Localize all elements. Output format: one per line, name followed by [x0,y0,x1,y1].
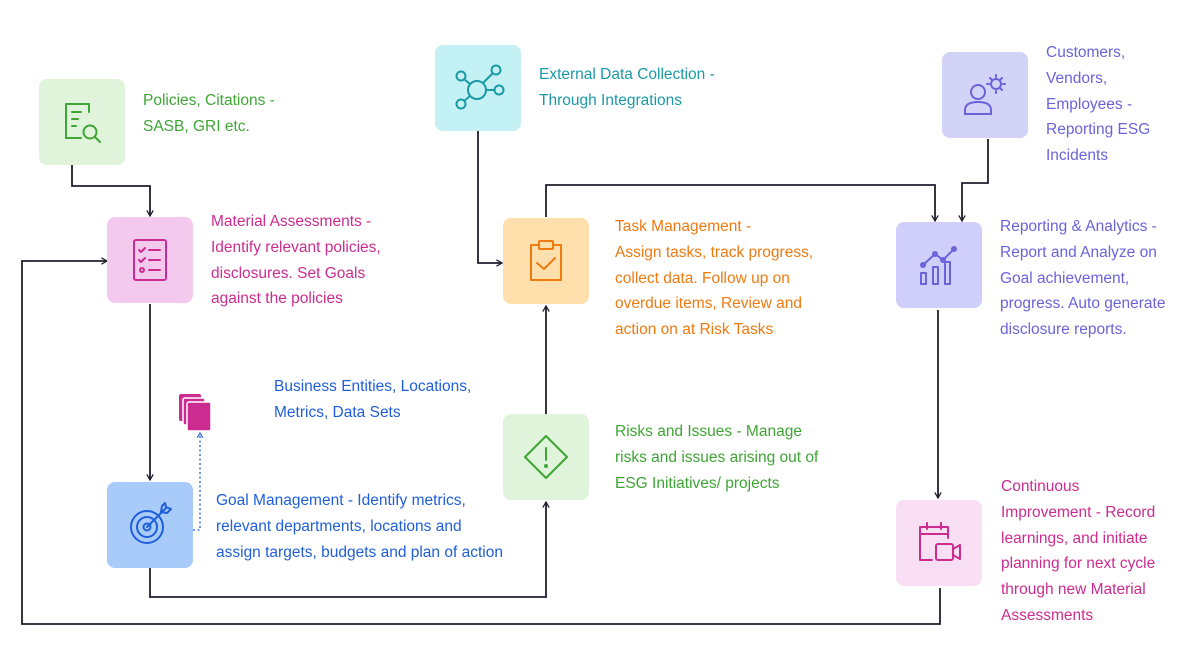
business-entities-label: Business Entities, Locations, Metrics, D… [274,378,472,421]
checklist-icon [133,239,167,281]
document-search-icon [65,103,101,143]
risks-issues-node-box [503,414,589,500]
arrow-goal-to-risks [149,500,550,598]
policies-node-box [39,79,125,165]
customers-label: Customers, Vendors, Employees - Reportin… [1046,44,1151,165]
network-nodes-icon [455,64,505,110]
task-management-label: Task Management - Assign tasks, track pr… [615,218,814,339]
bar-chart-icon [920,246,957,285]
calendar-video-icon [919,522,961,561]
arrow-policies-to-material [71,165,154,218]
arrow-task-to-reporting [545,184,939,223]
warning-diamond-icon [524,435,568,479]
material-assessments-node-box [107,217,193,303]
user-gear-icon [964,74,1006,115]
reporting-analytics-node-box [896,222,982,308]
arrow-customers-to-reporting [958,139,989,223]
risks-issues-label: Risks and Issues - Manage risks and issu… [615,423,819,492]
policies-label: Policies, Citations - SASB, GRI etc. [143,92,275,135]
arrow-continuous-loop-to-material [21,257,941,625]
goal-management-node-box [107,482,193,568]
continuous-improvement-label: Continuous Improvement - Record learning… [1001,478,1156,624]
dotted-arrow-goal-to-business [193,431,204,531]
external-data-node-box [435,45,521,131]
material-assessments-label: Material Assessments - Identify relevant… [211,213,381,308]
target-icon [130,502,172,544]
clipboard-check-icon [530,240,562,281]
arrow-external-to-task [477,131,504,267]
goal-management-label: Goal Management - Identify metrics, rele… [216,492,503,561]
external-data-label: External Data Collection - Through Integ… [539,66,715,109]
reporting-analytics-label: Reporting & Analytics - Report and Analy… [1000,218,1166,339]
task-management-node-box [503,218,589,304]
continuous-improvement-node-box [896,500,982,586]
customers-node-box [942,52,1028,138]
stacked-pages-icon [179,394,212,432]
